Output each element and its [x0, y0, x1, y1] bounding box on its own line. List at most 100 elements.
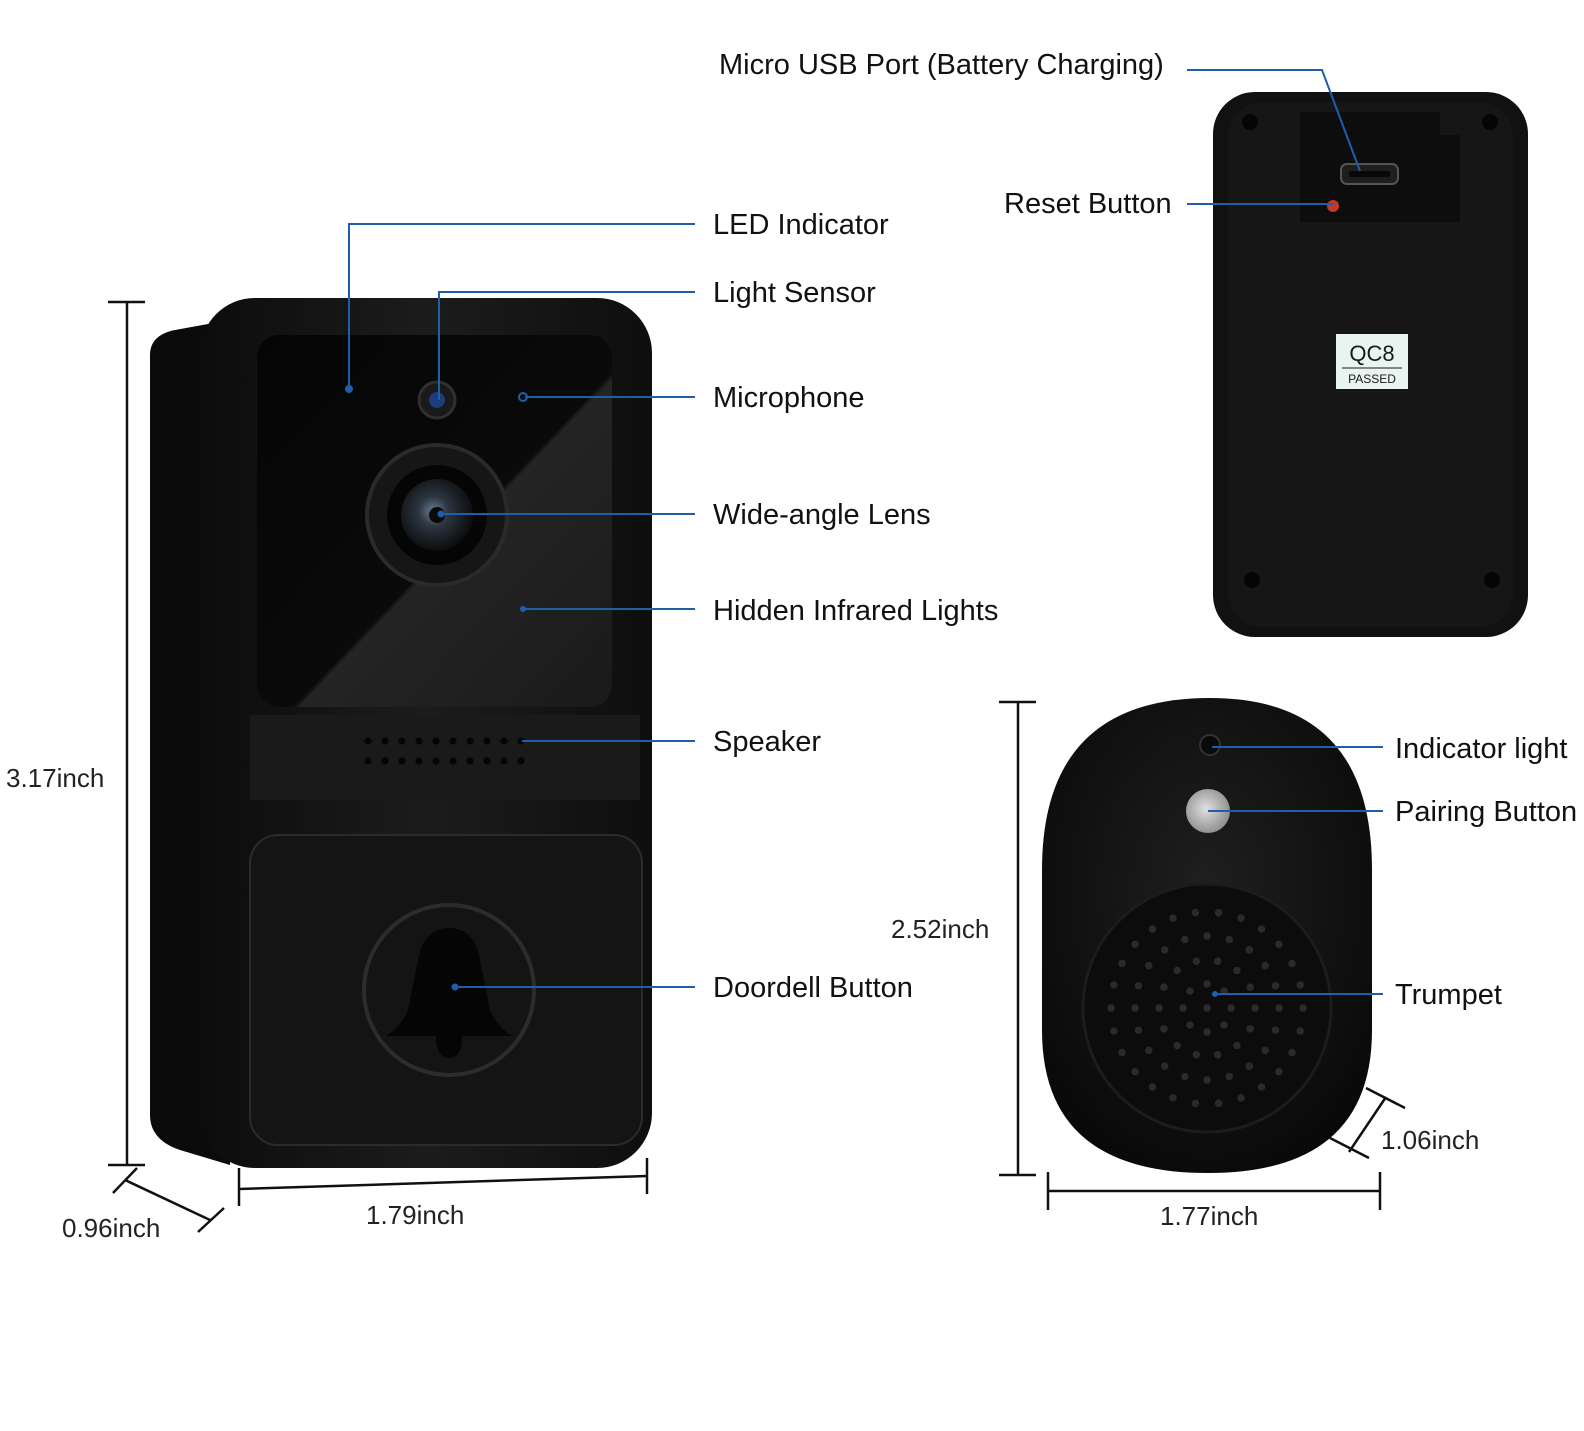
- label-trumpet: Trumpet: [1395, 979, 1502, 1011]
- screw-hole: [1484, 572, 1500, 588]
- label-reset-button: Reset Button: [1004, 188, 1172, 220]
- speaker-hole: [415, 757, 423, 765]
- speaker-hole: [432, 737, 440, 745]
- speaker-hole: [517, 737, 525, 745]
- dim-chime-depth: 1.06inch: [1381, 1125, 1479, 1155]
- trumpet-hole: [1186, 1021, 1194, 1029]
- label-led-indicator: LED Indicator: [713, 209, 889, 241]
- speaker-hole: [398, 757, 406, 765]
- screw-hole: [1482, 114, 1498, 130]
- trumpet-hole: [1275, 940, 1283, 949]
- dimension-lines: [108, 300, 1406, 1233]
- trumpet-hole: [1155, 1004, 1163, 1012]
- speaker-hole: [364, 737, 372, 745]
- trumpet-hole: [1257, 1083, 1266, 1091]
- trumpet-hole: [1169, 914, 1177, 922]
- trumpet-hole: [1173, 966, 1181, 975]
- trumpet-hole: [1191, 908, 1200, 917]
- speaker-hole: [449, 757, 457, 765]
- dim-doorbell-width: 1.79inch: [366, 1200, 464, 1230]
- trumpet-hole: [1118, 959, 1126, 968]
- trumpet-hole: [1160, 1062, 1169, 1070]
- trumpet-hole: [1225, 1072, 1233, 1081]
- trumpet-hole: [1203, 1076, 1211, 1084]
- label-micro-usb: Micro USB Port (Battery Charging): [719, 49, 1164, 81]
- trumpet-hole: [1251, 1004, 1259, 1012]
- trumpet-hole: [1145, 1046, 1153, 1055]
- speaker-hole: [381, 757, 389, 765]
- trumpet-hole: [1225, 935, 1233, 944]
- trumpet-hole: [1131, 940, 1139, 949]
- label-light-sensor: Light Sensor: [713, 277, 876, 309]
- qc-code: QC8: [1349, 341, 1394, 366]
- trumpet-hole: [1296, 981, 1304, 989]
- speaker-hole: [415, 737, 423, 745]
- trumpet-hole: [1246, 983, 1254, 991]
- indicator-light: [1199, 734, 1221, 756]
- trumpet-hole: [1192, 1051, 1201, 1059]
- trumpet-hole: [1191, 1099, 1200, 1108]
- speaker-hole: [364, 757, 372, 765]
- trumpet-hole: [1271, 1026, 1280, 1034]
- speaker-hole: [381, 737, 389, 745]
- trumpet-hole: [1107, 1004, 1115, 1012]
- label-pairing-button: Pairing Button: [1395, 796, 1577, 828]
- trumpet-hole: [1169, 1094, 1177, 1102]
- trumpet-hole: [1220, 1021, 1228, 1029]
- trumpet-hole: [1131, 1067, 1139, 1076]
- label-wide-angle-lens: Wide-angle Lens: [713, 499, 931, 531]
- dim-chime-height: 2.52inch: [891, 914, 989, 944]
- trumpet-hole: [1271, 982, 1280, 990]
- trumpet-hole: [1186, 987, 1194, 995]
- trumpet-hole: [1203, 1028, 1211, 1036]
- speaker-hole: [466, 737, 474, 745]
- trumpet-hole: [1134, 982, 1143, 990]
- trumpet-hole: [1203, 932, 1211, 940]
- dimension-labels: 3.17inch 0.96inch 1.79inch 2.52inch 1.77…: [6, 763, 1479, 1243]
- trumpet-hole: [1160, 946, 1169, 954]
- trumpet-hole: [1214, 1099, 1223, 1108]
- label-doorbell-button: Doordell Button: [713, 972, 913, 1004]
- chime-unit: [1042, 698, 1372, 1173]
- screw-hole: [1244, 572, 1260, 588]
- label-infrared-lights: Hidden Infrared Lights: [713, 595, 998, 627]
- speaker-hole: [466, 757, 474, 765]
- screw-hole: [1242, 114, 1258, 130]
- trumpet-hole: [1145, 961, 1153, 970]
- trumpet-hole: [1275, 1004, 1283, 1012]
- trumpet-hole: [1213, 957, 1222, 965]
- trumpet-hole: [1220, 987, 1228, 995]
- dim-chime-width: 1.77inch: [1160, 1201, 1258, 1231]
- trumpet-hole: [1296, 1027, 1304, 1035]
- trumpet-hole: [1118, 1048, 1126, 1057]
- trumpet-hole: [1173, 1041, 1181, 1050]
- trumpet-hole: [1299, 1004, 1307, 1012]
- leader-lines: [348, 69, 1383, 997]
- trumpet-hole: [1203, 1004, 1211, 1012]
- trumpet-hole: [1237, 1094, 1245, 1102]
- speaker-hole: [483, 737, 491, 745]
- speaker-hole: [500, 757, 508, 765]
- trumpet-hole: [1261, 961, 1269, 970]
- trumpet-hole: [1110, 981, 1118, 989]
- trumpet-hole: [1288, 959, 1296, 968]
- trumpet-hole: [1227, 1004, 1235, 1012]
- trumpet-hole: [1148, 1083, 1157, 1091]
- trumpet-hole: [1245, 1062, 1254, 1070]
- bell-icon: [386, 928, 512, 1058]
- dim-doorbell-depth: 0.96inch: [62, 1213, 160, 1243]
- trumpet-hole: [1181, 935, 1189, 944]
- trumpet-hole: [1192, 957, 1201, 965]
- speaker-hole: [449, 737, 457, 745]
- doorbell-button-ring: [362, 903, 536, 1077]
- trumpet-hole: [1160, 983, 1168, 991]
- speaker-hole: [500, 737, 508, 745]
- trumpet-hole: [1131, 1004, 1139, 1012]
- speaker-hole: [432, 757, 440, 765]
- trumpet-hole: [1203, 980, 1211, 988]
- trumpet-hole: [1275, 1067, 1283, 1076]
- trumpet-hole: [1288, 1048, 1296, 1057]
- trumpet-hole: [1233, 1041, 1241, 1050]
- trumpet-hole: [1233, 966, 1241, 975]
- trumpet-hole: [1261, 1046, 1269, 1055]
